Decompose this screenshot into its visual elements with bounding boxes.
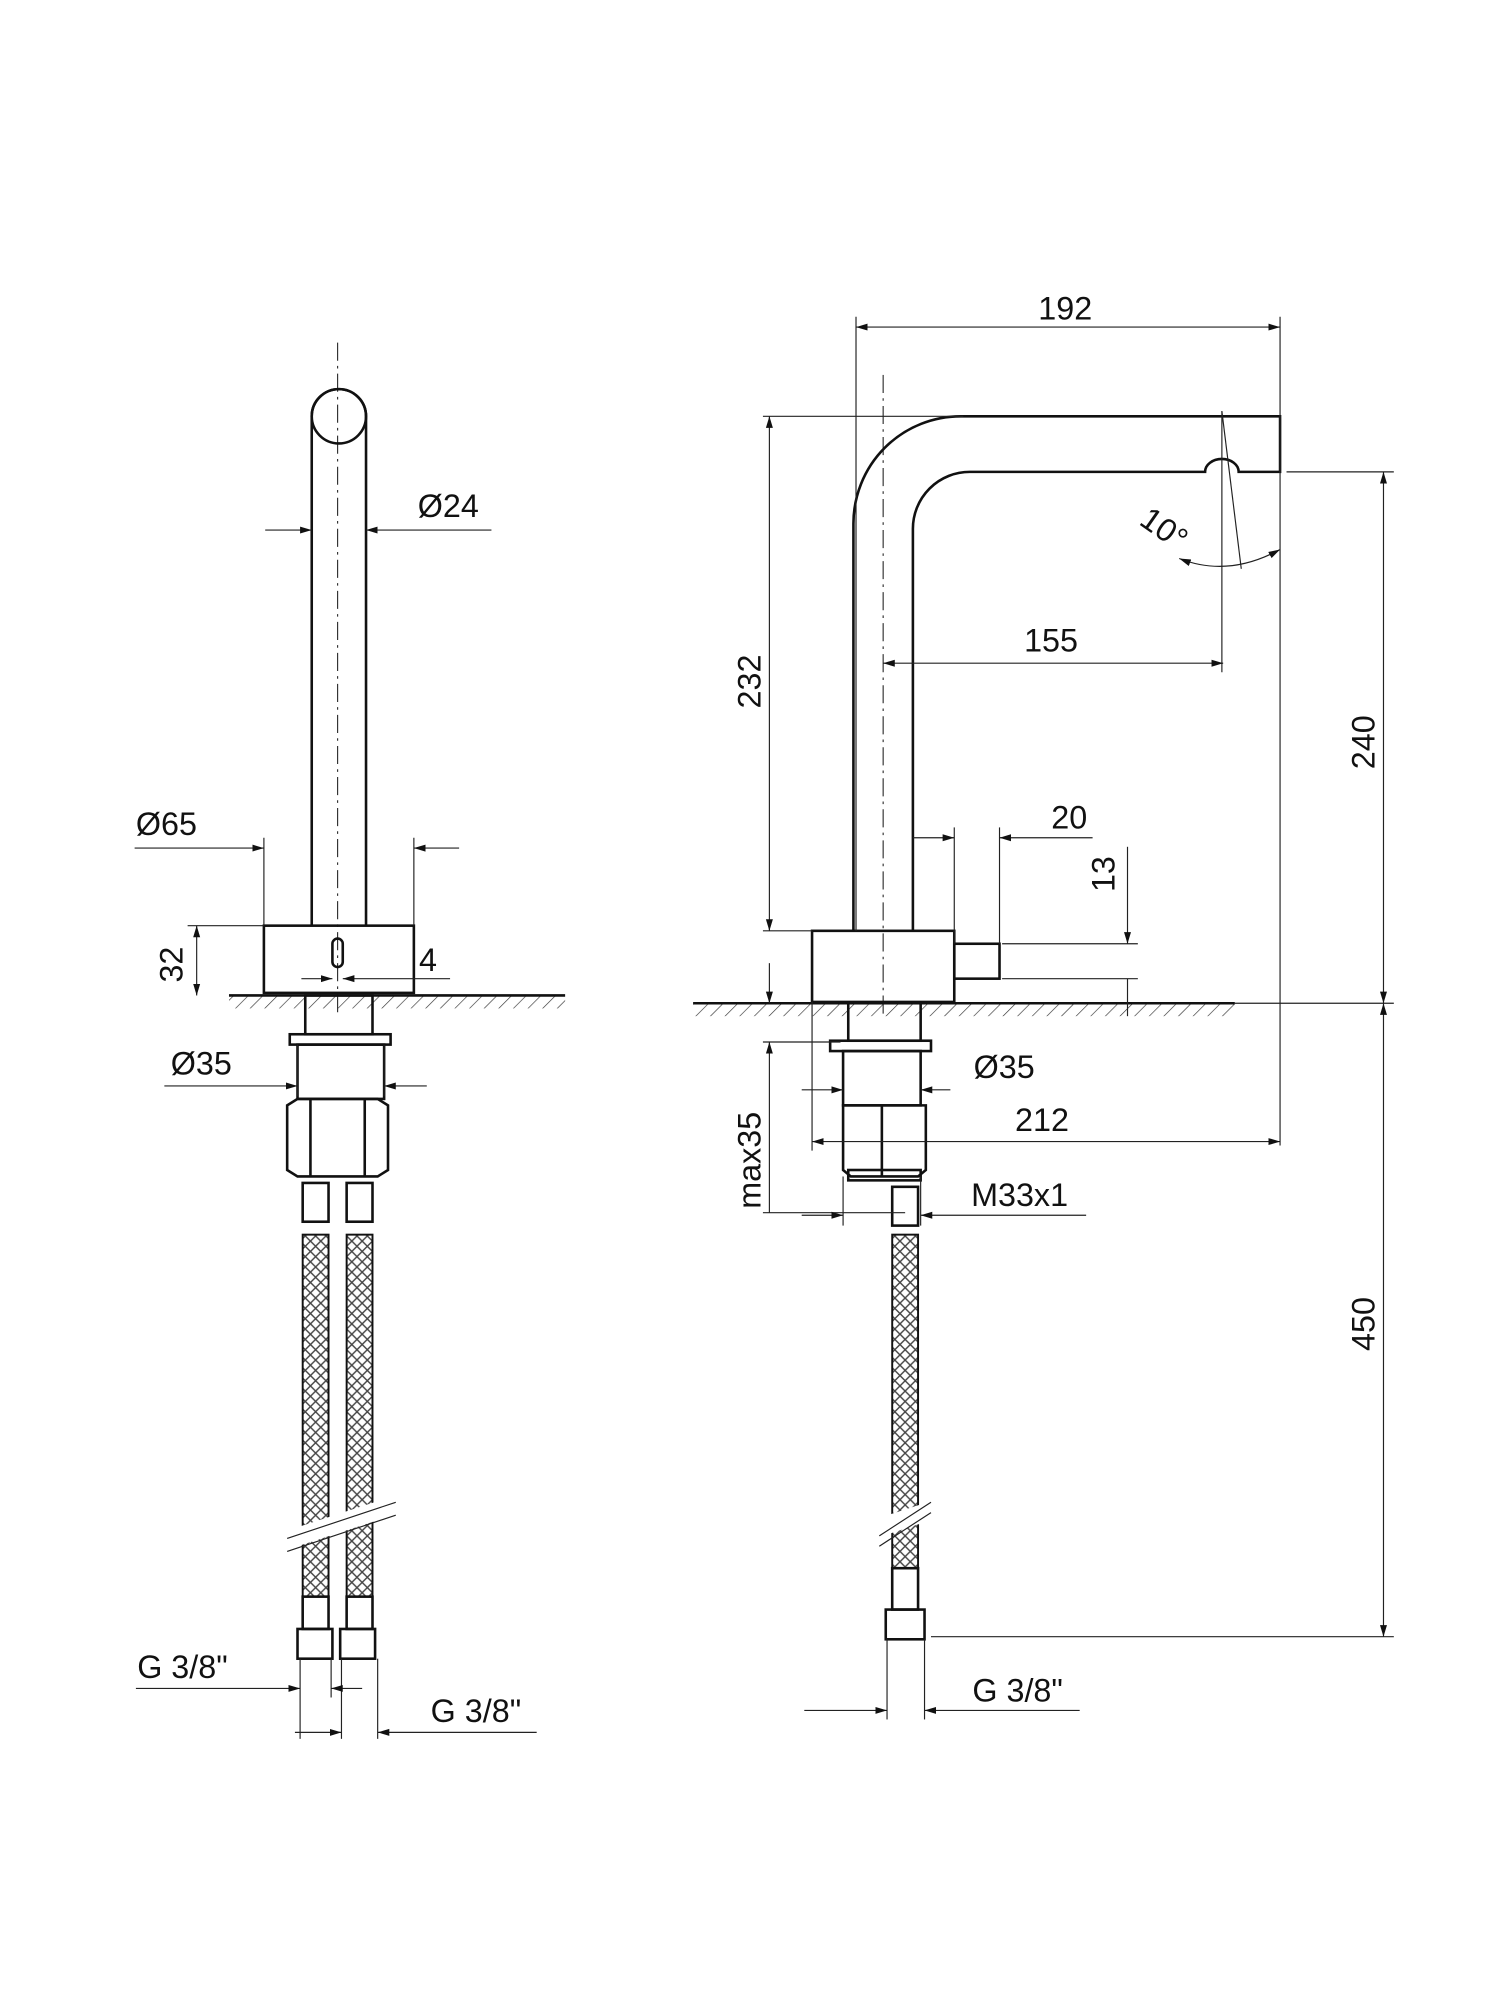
deck-hatch: [693, 1003, 1235, 1017]
dim-lever-length: 20: [1051, 800, 1087, 836]
dim-hose-thread: G 3/8": [972, 1672, 1063, 1708]
shank-body: [841, 1049, 922, 1107]
dim-max-deck-thickness: max35: [731, 1112, 767, 1209]
spout-end: [310, 387, 368, 445]
dim-overall-width: 192: [1038, 290, 1092, 326]
front-view: Ø24 Ø65 32 4 Ø35 G 3/8" G 3/8": [134, 342, 566, 1739]
dim-base-diameter: Ø65: [136, 806, 197, 842]
flange: [288, 1032, 392, 1046]
side-view: 192 232 240 10° 155 20 13 450 Ø35 212 ma…: [693, 290, 1394, 1720]
dim-hose-thread-left: G 3/8": [137, 1649, 228, 1685]
dim-thread: M33x1: [971, 1177, 1068, 1213]
dim-shank-diameter: Ø35: [171, 1045, 232, 1081]
dim-spout-diameter: Ø24: [418, 488, 479, 524]
dim-base-height: 32: [153, 947, 189, 983]
spout-tube: [310, 387, 368, 926]
base-body: [262, 924, 416, 995]
deck-hatch: [228, 995, 566, 1009]
hex-nut: [841, 1104, 928, 1178]
dim-outlet-height: 240: [1345, 715, 1381, 769]
dim-hose-length: 450: [1345, 1297, 1381, 1351]
hex-nut: [285, 1097, 390, 1178]
sensor-slot: [331, 937, 345, 969]
lever: [952, 942, 1001, 980]
dim-shank-diameter: Ø35: [974, 1049, 1035, 1085]
dim-spout-height: 232: [731, 655, 767, 709]
dim-spout-reach: 155: [1024, 623, 1078, 659]
dim-sensor-offset: 4: [419, 942, 437, 978]
dim-hose-thread-right: G 3/8": [431, 1693, 522, 1729]
dim-lever-height: 13: [1086, 856, 1122, 892]
dim-angle: 10°: [1134, 500, 1195, 558]
hose: [877, 1185, 935, 1641]
hoses: [286, 1181, 397, 1660]
shank-body: [296, 1043, 386, 1101]
flange: [828, 1039, 933, 1053]
dim-hole-to-end: 212: [1015, 1102, 1069, 1138]
spout-body: [852, 414, 1282, 931]
